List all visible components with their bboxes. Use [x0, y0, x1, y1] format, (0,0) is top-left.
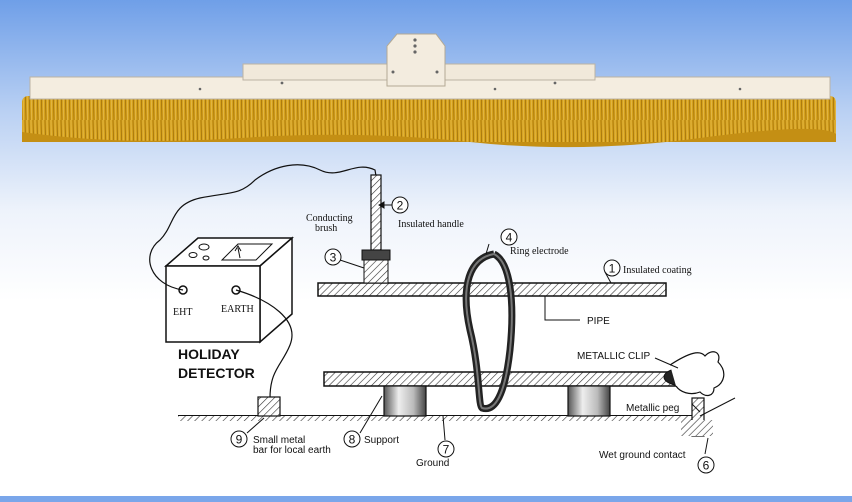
marker-6: 6	[697, 456, 715, 474]
brush-holder	[361, 249, 391, 261]
label-small-metal-line1: Small metal	[253, 435, 305, 446]
marker-4-text: 4	[506, 231, 513, 245]
holiday-detection-diagram	[149, 164, 736, 455]
label-metallic-peg: Metallic peg	[626, 403, 679, 414]
insulated-handle	[370, 174, 382, 251]
small-metal-bar	[257, 396, 281, 417]
label-support: Support	[364, 435, 399, 446]
label-detector: DETECTOR	[178, 365, 255, 381]
ring-electrode-highlight	[465, 253, 513, 410]
wet-ground-surface	[699, 397, 736, 417]
numbered-markers: 2 3 4 1 6 7 8 9	[230, 196, 715, 474]
marker-8: 8	[343, 430, 361, 448]
marker-2-text: 2	[397, 199, 404, 213]
marker-7-text: 7	[443, 443, 450, 457]
label-ground: Ground	[416, 458, 449, 469]
label-small-metal-line2: bar for local earth	[253, 445, 331, 456]
detector-box-front	[165, 265, 261, 343]
label-ring-electrode: Ring electrode	[510, 246, 569, 257]
brush-mount-bracket	[386, 33, 446, 87]
diagram-labels: Conducting brush Insulated handle Ring e…	[173, 213, 692, 469]
label-conducting-line2: brush	[315, 223, 337, 234]
marker-4: 4	[500, 228, 518, 246]
marker-1-text: 1	[609, 262, 616, 276]
earth-lead-wire	[235, 289, 293, 399]
marker-8-text: 8	[349, 433, 356, 447]
eht-lead-wire	[149, 164, 377, 291]
label-wet-ground-contact: Wet ground contact	[599, 450, 686, 461]
brush-photo	[22, 33, 836, 148]
marker-9-text: 9	[236, 433, 243, 447]
marker-7: 7	[437, 440, 455, 458]
brush-bristles	[22, 96, 836, 142]
detector-dial-icons	[188, 243, 274, 261]
brush-bristle-fringe	[22, 128, 836, 148]
label-pipe: PIPE	[587, 316, 610, 327]
support-left	[383, 385, 427, 417]
bracket-holes	[198, 38, 742, 91]
label-conducting-line1: Conducting	[306, 213, 353, 224]
leader-lines	[246, 201, 709, 455]
ground-hatch	[178, 416, 700, 421]
label-insulated-coating: Insulated coating	[623, 265, 692, 276]
bottom-border	[0, 496, 852, 502]
label-eht: EHT	[173, 307, 192, 318]
label-holiday: HOLIDAY	[178, 346, 240, 362]
label-earth: EARTH	[221, 304, 254, 315]
hand-outline	[669, 351, 725, 397]
marker-2: 2	[391, 196, 409, 214]
support-right	[567, 385, 611, 417]
marker-1: 1	[603, 259, 621, 277]
wet-ground-hatch	[681, 420, 713, 436]
marker-3-text: 3	[330, 251, 337, 265]
marker-3: 3	[324, 248, 342, 266]
conducting-brush	[363, 259, 389, 284]
marker-9: 9	[230, 430, 248, 448]
label-insulated-handle: Insulated handle	[398, 219, 464, 230]
upper-pipe	[317, 282, 667, 297]
marker-6-text: 6	[703, 459, 710, 473]
label-metallic-clip: METALLIC CLIP	[577, 351, 650, 362]
